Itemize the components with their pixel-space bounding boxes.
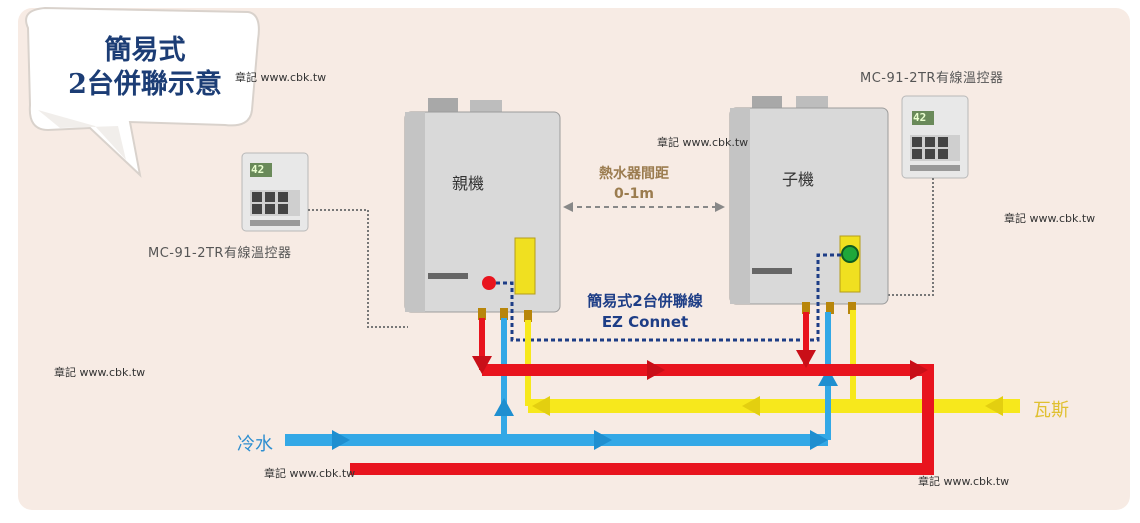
watermark: 章記 www.cbk.tw [54, 366, 146, 379]
diagram-title: 簡易式 2台併聯示意 [55, 34, 235, 102]
controller-right-display: 42 [913, 111, 927, 124]
title-line-1: 簡易式 [104, 35, 186, 66]
gas-label: 瓦斯 [1033, 400, 1069, 421]
remote-controller-right [901, 95, 969, 179]
spacing-arrow [563, 202, 725, 212]
spacing-range: 0-1m [614, 186, 654, 202]
watermark: 章記 www.cbk.tw [918, 475, 1010, 488]
water-heater-slave [729, 96, 889, 314]
watermark: 章記 www.cbk.tw [235, 71, 327, 84]
slave-connector [841, 245, 859, 263]
watermark: 章記 www.cbk.tw [657, 136, 749, 149]
hot-water-pipe [350, 312, 934, 475]
ez-connect-name: EZ Connet [601, 313, 689, 331]
title-line-2: 2台併聯示意 [68, 69, 222, 100]
watermark: 章記 www.cbk.tw [264, 467, 356, 480]
spacing-title: 熱水器間距 [599, 166, 669, 182]
water-heater-master [404, 98, 561, 322]
master-connector [482, 276, 496, 290]
cold-water-label: 冷水 [237, 434, 273, 455]
controller-left-display: 42 [251, 163, 265, 176]
cold-water-pipe [285, 312, 838, 450]
slave-unit-label: 子機 [782, 170, 815, 189]
master-unit-label: 親機 [452, 174, 485, 193]
controller-left-label: MC-91-2TR有線溫控器 [148, 246, 292, 261]
title-bubble [25, 6, 260, 178]
ez-connect-title: 簡易式2台併聯線 [587, 292, 703, 310]
ez-connect-cable [489, 253, 848, 342]
watermark: 章記 www.cbk.tw [1004, 212, 1096, 225]
heater-spacing-label: 熱水器間距 0-1m [584, 164, 684, 204]
controller-right-label: MC-91-2TR有線溫控器 [860, 71, 1004, 86]
remote-controller-left [241, 152, 309, 232]
ez-connect-label: 簡易式2台併聯線 EZ Connet [570, 291, 720, 333]
gas-pipe [525, 310, 1020, 416]
